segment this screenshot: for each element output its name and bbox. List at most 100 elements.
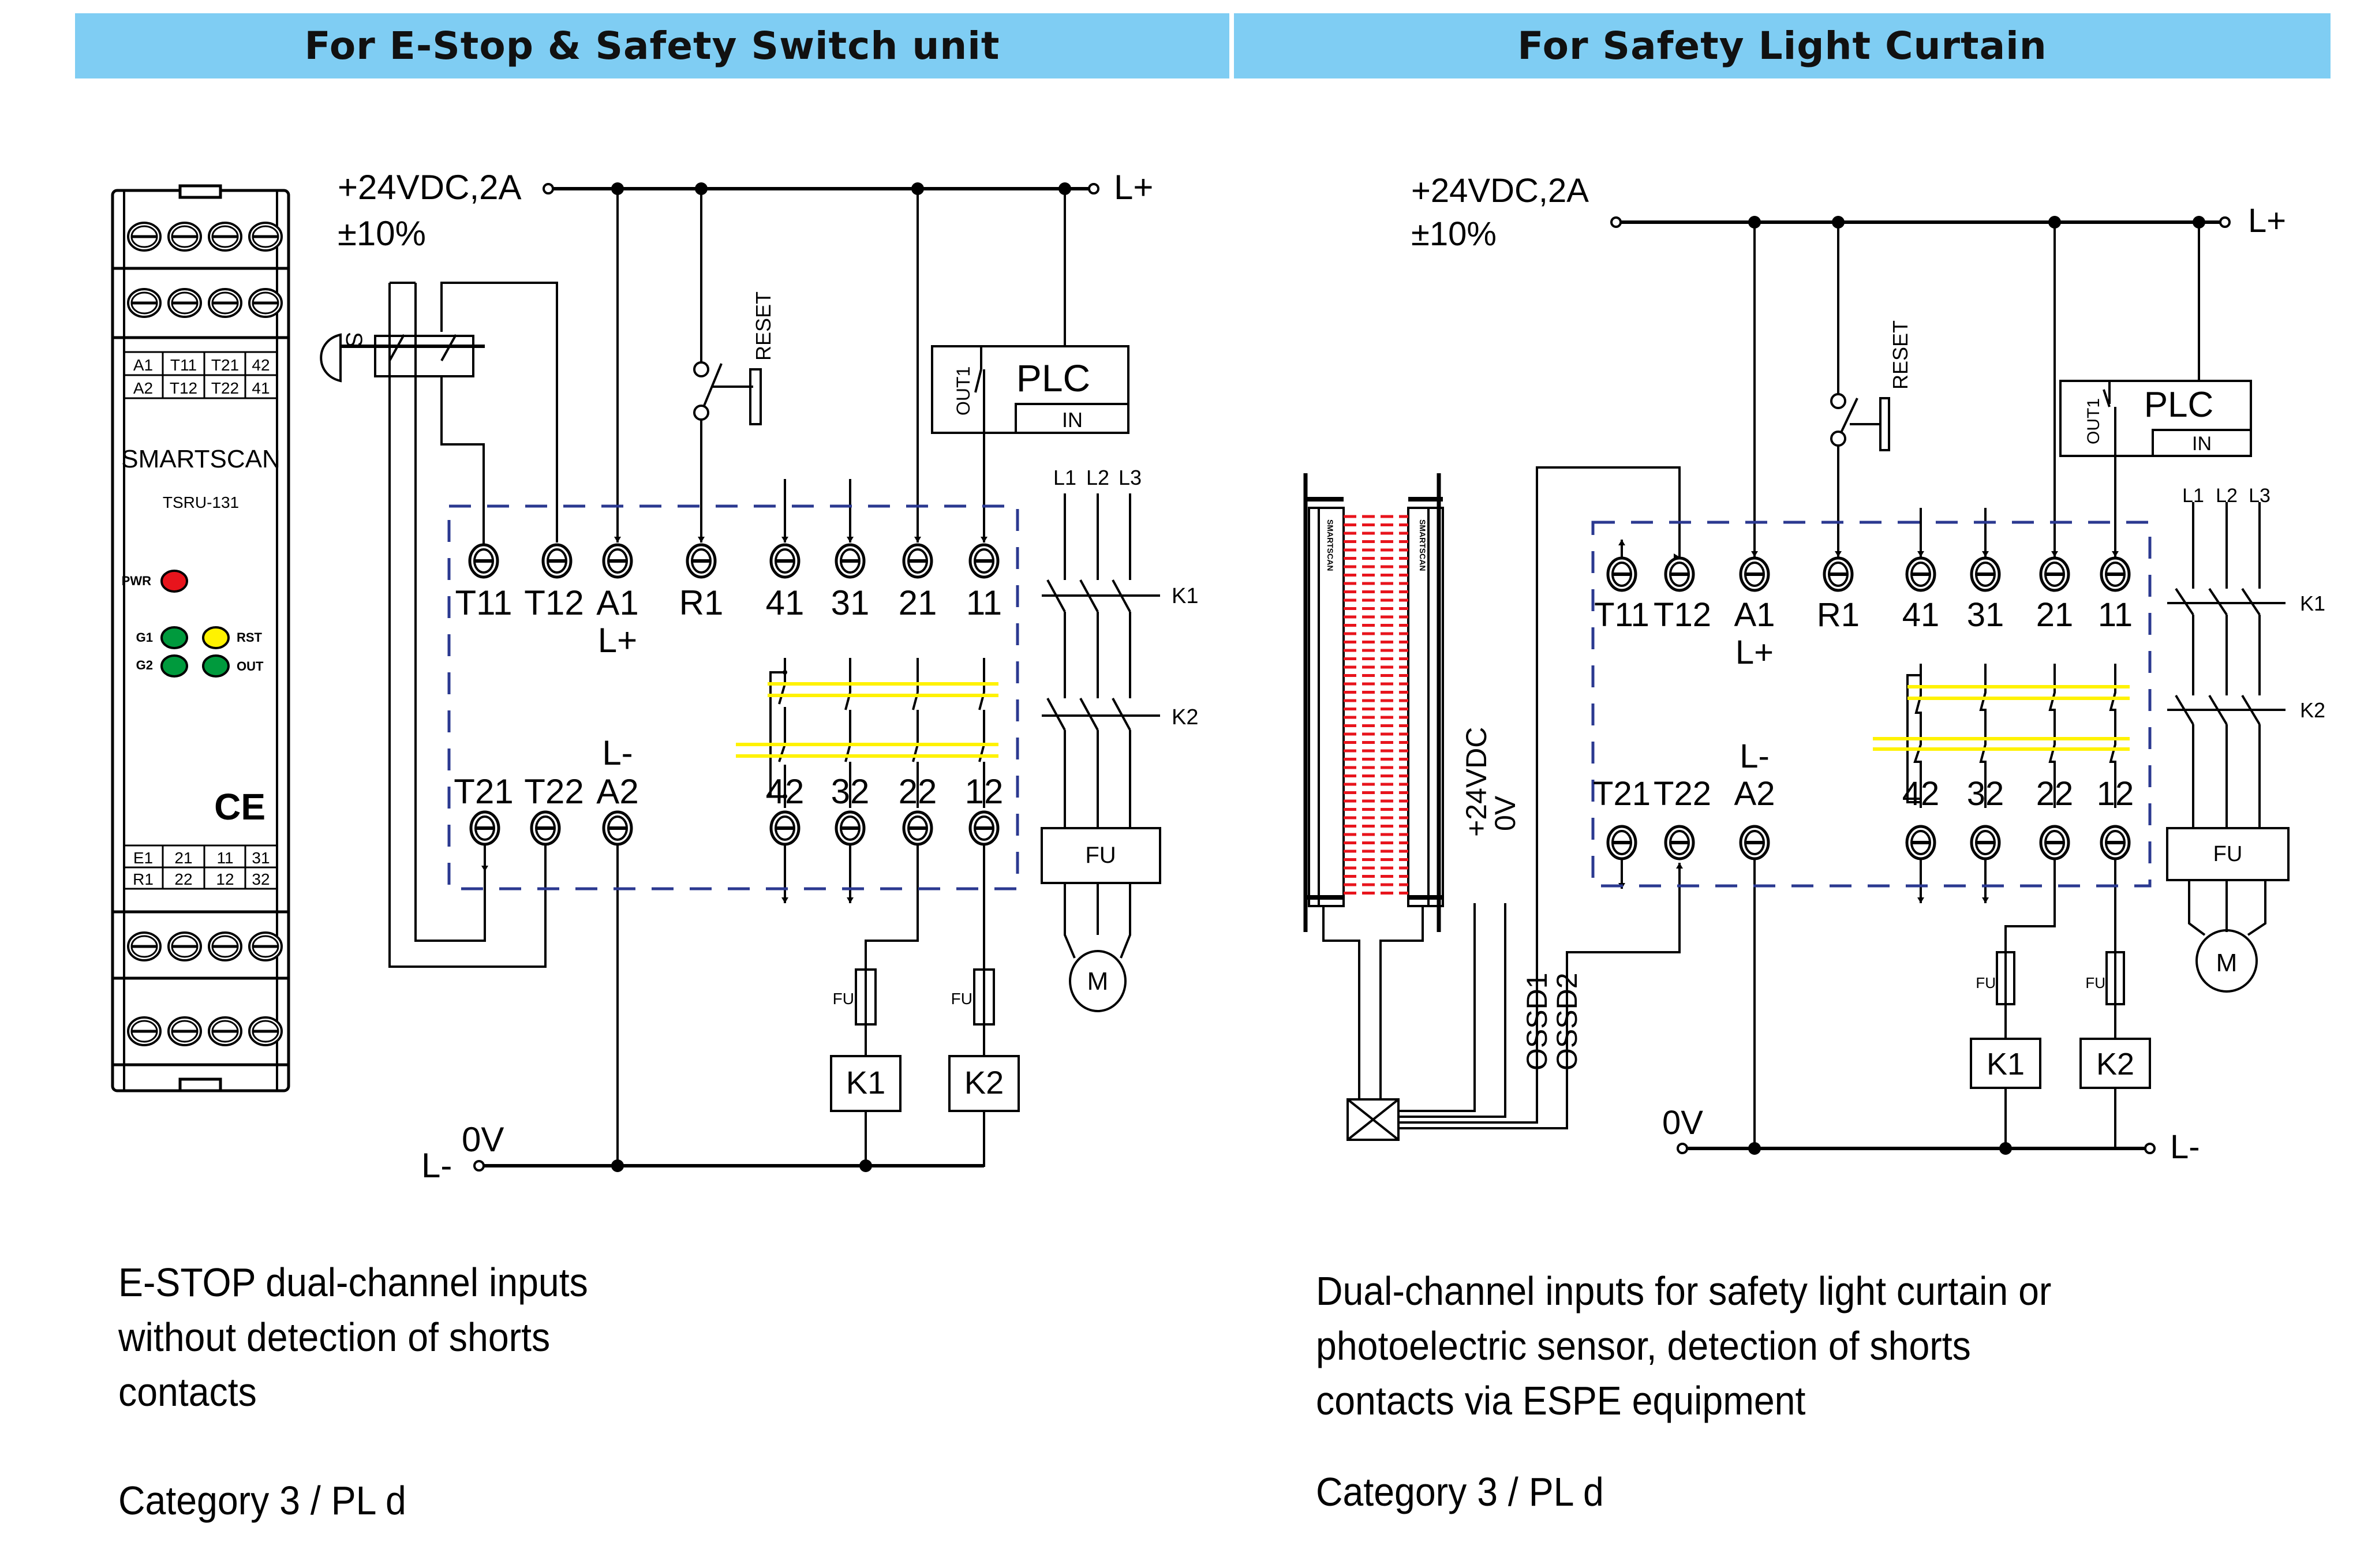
fuse-label: FU	[833, 990, 854, 1008]
dev-label: 22	[174, 870, 192, 888]
led-g1	[160, 626, 188, 649]
terminal-label: 31	[1967, 596, 2004, 634]
contact-highlight	[736, 682, 998, 758]
description-line: E-STOP dual-channel inputs	[118, 1260, 588, 1305]
header-light-curtain: For Safety Light Curtain	[1234, 13, 2331, 78]
description-line: contacts	[118, 1369, 257, 1414]
led-label-out: OUT	[237, 659, 264, 673]
relay-device	[111, 184, 290, 1092]
k2-coil-label: K2	[964, 1064, 1004, 1101]
supply-voltage: +24VDC,2A	[338, 168, 522, 207]
terminal-sublabel: L+	[1735, 634, 1774, 671]
description-line: Dual-channel inputs for safety light cur…	[1316, 1268, 2052, 1313]
terminal-label: 22	[2036, 775, 2074, 813]
terminal-label: A1	[1734, 596, 1775, 634]
supply-tolerance: ±10%	[338, 214, 426, 253]
fuse-label: FU	[1976, 974, 1996, 991]
k2-coil-label: K2	[2096, 1047, 2134, 1081]
supply-voltage: +24VDC,2A	[1411, 172, 1589, 209]
terminal-label: T12	[524, 583, 583, 622]
led-pwr	[160, 570, 188, 593]
k1-coil-label: K1	[1987, 1047, 2025, 1081]
curtain-supply-label: +24VDC	[1460, 727, 1493, 837]
terminal-label: R1	[1817, 596, 1860, 634]
reset-label: RESET	[751, 291, 775, 361]
dev-label: T12	[170, 379, 197, 397]
plc-label: PLC	[2144, 385, 2214, 425]
dev-label: 31	[252, 849, 270, 867]
terminal-sublabel: L+	[598, 621, 637, 660]
terminal-sublabel: L-	[602, 734, 633, 772]
dev-label: E1	[133, 849, 153, 867]
terminal-label: R1	[679, 583, 724, 622]
terminal-label: 32	[831, 772, 870, 811]
k1-contact-label: K1	[1172, 584, 1198, 608]
plc-label: PLC	[1016, 357, 1090, 399]
description-line: photoelectric sensor, detection of short…	[1316, 1323, 1971, 1368]
right-wiring	[1303, 220, 2290, 1150]
plc-out-label: OUT1	[953, 366, 974, 416]
terminal-label: A2	[596, 772, 638, 811]
terminal-label: T21	[454, 772, 513, 811]
device-model: TSRU-131	[163, 493, 239, 511]
contact-highlight	[1873, 685, 2130, 751]
dev-label: 21	[174, 849, 192, 867]
terminal-labels-right: T11 T12 A1 R1 41 31 21 11 L+ L- T21 T22 …	[1593, 596, 2134, 813]
terminal-label: 32	[1967, 775, 2004, 813]
description-estop: E-STOP dual-channel inputs without detec…	[118, 1255, 588, 1420]
phase-label: L3	[2249, 485, 2271, 507]
terminal-label: 42	[766, 772, 805, 811]
terminal-circles	[1610, 216, 2231, 1154]
left-labels: +24VDC,2A ±10% L+ L- 0V S RESET PLC IN O…	[338, 168, 1198, 1185]
dev-label: A1	[133, 356, 153, 374]
dev-label: 32	[252, 870, 270, 888]
curtain-zero-label: 0V	[1489, 795, 1521, 831]
category-light-curtain: Category 3 / PL d	[1316, 1469, 1604, 1514]
terminal-label: T11	[1594, 596, 1649, 634]
safety-module-boundary-right	[1591, 521, 2152, 888]
terminal-label: T22	[524, 772, 583, 811]
led-label-pwr: PWR	[122, 574, 151, 588]
bus-negative: L-	[2170, 1128, 2200, 1166]
dev-label: T21	[211, 356, 239, 374]
safety-module-boundary-left	[447, 504, 1019, 890]
terminal-label: T22	[1654, 775, 1711, 813]
device-terminal-labels: A1 T11 T21 42 A2 T12 T22 41 E1 21 11 31 …	[133, 356, 270, 888]
terminal-label: 41	[1902, 596, 1940, 634]
bus-negative: L-	[421, 1146, 452, 1185]
phase-label: L1	[2182, 485, 2204, 507]
k1-contact-label: K1	[2300, 592, 2325, 615]
description-line: without detection of shorts	[118, 1315, 551, 1360]
dev-label: 42	[252, 356, 270, 374]
dev-label: R1	[133, 870, 154, 888]
ossd1-label: OSSD1	[1521, 972, 1553, 1071]
left-wiring	[320, 187, 1161, 1167]
led-g2	[160, 654, 188, 678]
fuse-label: FU	[2085, 974, 2105, 991]
terminal-label: 31	[831, 583, 870, 622]
terminal-label: 11	[966, 583, 1002, 622]
main-fuse-label: FU	[2213, 842, 2243, 866]
description-light-curtain: Dual-channel inputs for safety light cur…	[1316, 1264, 2051, 1428]
terminal-labels-left: T11 T12 A1 R1 41 31 21 11 L+ L- T21 T22 …	[454, 583, 1003, 811]
header-estop: For E-Stop & Safety Switch unit	[75, 13, 1229, 78]
dev-label: 12	[216, 870, 234, 888]
terminal-sublabel: L-	[1740, 738, 1770, 775]
k1-coil-label: K1	[846, 1064, 886, 1101]
terminal-label: 11	[2098, 596, 2133, 634]
bus-zero: 0V	[1662, 1104, 1703, 1142]
terminal-label: T21	[1593, 775, 1651, 813]
ossd2-label: OSSD2	[1551, 972, 1583, 1071]
light-beams	[1344, 515, 1408, 895]
bus-positive: L+	[1114, 168, 1153, 207]
k2-contact-label: K2	[2300, 698, 2325, 722]
led-label-rst: RST	[237, 630, 263, 645]
terminal-label: A1	[596, 583, 638, 622]
terminal-label: 42	[1902, 775, 1940, 813]
motor-icon: M	[1087, 967, 1109, 996]
dev-label: 11	[216, 849, 233, 867]
phase-label: L3	[1119, 466, 1142, 489]
fuse-label: FU	[951, 990, 972, 1008]
terminal-label: 22	[899, 772, 937, 811]
led-rst	[202, 626, 230, 649]
